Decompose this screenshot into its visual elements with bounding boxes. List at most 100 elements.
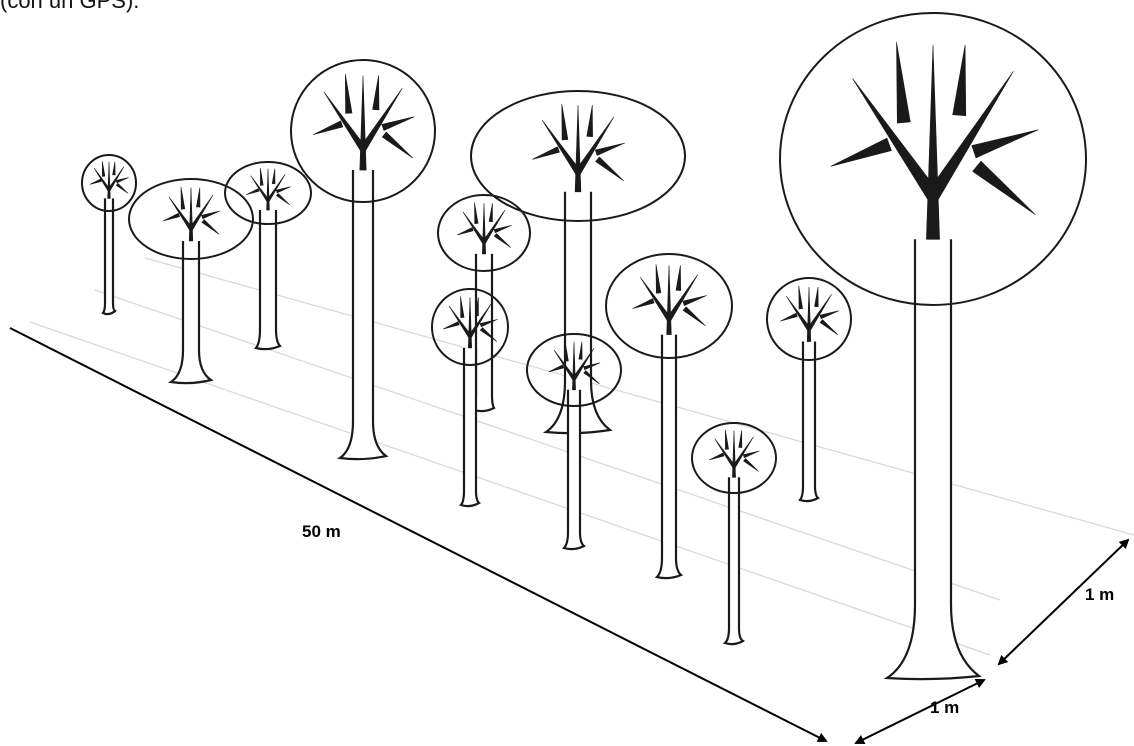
tree-branch (90, 179, 101, 184)
tree-branch (360, 76, 366, 171)
tree-branch (787, 296, 811, 330)
tree-trunk (256, 210, 280, 349)
tree-branch (169, 197, 193, 230)
tree-branch (382, 117, 414, 131)
tree-branch (683, 307, 705, 326)
guide-line (95, 290, 1000, 600)
tree-trunk (564, 390, 584, 549)
tree-branch (656, 264, 661, 293)
guide-line (145, 258, 1134, 535)
tree-branch (732, 431, 735, 478)
front-width-label: 1 m (930, 698, 959, 717)
tree-branch (276, 187, 290, 193)
tree (527, 334, 621, 549)
trees-layer (82, 13, 1086, 679)
tree-branch (820, 320, 838, 335)
tree-branch (189, 188, 193, 241)
length-dimension-line (10, 328, 826, 741)
tree-branch (449, 306, 471, 337)
tree-branch (780, 313, 797, 321)
tree-branch (640, 277, 671, 320)
tree-branch (595, 143, 625, 156)
tree-branch (743, 451, 759, 458)
length-label: 50 m (302, 522, 341, 541)
tree-branch (744, 459, 759, 472)
tree (471, 91, 685, 433)
tree-branch (533, 147, 560, 160)
tree-branch (489, 203, 492, 221)
tree-trunk (725, 477, 743, 644)
tree (606, 254, 732, 578)
tree (780, 13, 1086, 679)
tree (438, 195, 530, 411)
side-width-label: 1 m (1085, 585, 1114, 604)
tree-branch (897, 42, 911, 123)
tree-branch (739, 431, 742, 448)
tree-branch (494, 234, 510, 248)
tree-branch (973, 161, 1036, 214)
tree-branch (373, 76, 379, 110)
tree (767, 278, 851, 501)
tree-branch (807, 287, 811, 342)
tree-branch (542, 120, 580, 174)
tree-branch (953, 45, 966, 116)
tree (225, 162, 311, 349)
tree-branch (831, 138, 892, 166)
tree-branch (725, 430, 728, 449)
tree-branch (345, 74, 352, 113)
tree-branch (676, 265, 681, 290)
tree (82, 155, 136, 314)
tree-branch (246, 189, 259, 195)
tree-branch (475, 203, 479, 224)
tree-branch (267, 169, 270, 210)
tree (432, 289, 508, 506)
tree-branch (549, 365, 564, 372)
tree-branch (461, 297, 465, 318)
tree-branch (113, 162, 116, 175)
tree (129, 179, 253, 383)
tree-branch (457, 228, 473, 235)
guide-line (30, 322, 990, 655)
tree-branch (116, 178, 128, 183)
tree-trunk (657, 335, 681, 579)
tree-branch (163, 213, 180, 221)
tree-branch (313, 121, 343, 135)
tree-branch (251, 176, 269, 202)
tree-branch (683, 296, 707, 306)
tree-branch (108, 162, 111, 199)
tree-branch (562, 104, 568, 140)
tree-branch (633, 299, 655, 309)
tree-branch (102, 161, 105, 176)
tree-branch (181, 187, 185, 209)
tree-branch (667, 265, 672, 334)
tree-branch (494, 225, 511, 232)
tree-branch (482, 203, 485, 254)
tree-branch (202, 220, 219, 235)
tree-branch (815, 287, 819, 307)
tree-branch (276, 194, 289, 205)
tree-branch (196, 188, 200, 207)
tree-trunk (800, 342, 818, 502)
tree-branch (324, 92, 366, 151)
tree-branch (272, 169, 275, 184)
tree-branch (715, 439, 736, 468)
tree-branch (116, 183, 128, 193)
tree-branch (820, 311, 839, 319)
tree-branch (596, 157, 624, 181)
tree-branch (853, 79, 939, 200)
tree-branch (260, 168, 263, 185)
tree-branch (575, 105, 581, 192)
tree-trunk (103, 198, 115, 314)
tree-branch (463, 212, 485, 243)
tree-branch (926, 45, 939, 239)
tree-branch (202, 211, 220, 219)
tree-branch (382, 132, 412, 158)
tree-branch (468, 297, 471, 348)
tree-branch (443, 322, 459, 329)
tree-branch (587, 105, 593, 136)
tree-trunk (461, 348, 479, 506)
front-width-dimension-line (856, 680, 984, 743)
tree (692, 423, 776, 644)
tree-branch (799, 286, 803, 309)
